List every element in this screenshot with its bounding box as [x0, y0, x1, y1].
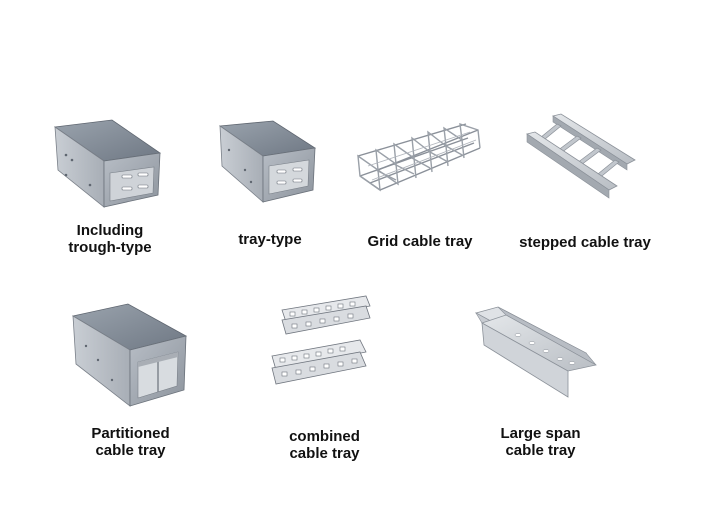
product-label: tray-type: [238, 231, 302, 248]
product-label: stepped cable tray: [519, 234, 651, 251]
perforated-combined-cable-tray-icon: [271, 295, 371, 385]
product-tray-type: tray-type: [215, 118, 325, 248]
tray-type-cable-tray-icon: [218, 120, 317, 203]
product-label: combined cable tray: [289, 428, 360, 462]
product-label: Partitioned cable tray: [91, 425, 170, 459]
large-span-cable-tray-icon: [474, 306, 597, 398]
product-stepped-cable-tray: stepped cable tray: [505, 112, 665, 252]
product-label: Large span cable tray: [500, 425, 581, 459]
product-label: Including trough-type: [68, 222, 152, 256]
product-partitioned-cable-tray: Partitioned cable tray: [68, 300, 193, 460]
ladder-cable-tray-icon: [526, 113, 636, 199]
partitioned-cable-tray-icon: [71, 303, 188, 407]
product-label: Grid cable tray: [367, 233, 473, 250]
product-large-span-cable-tray: Large span cable tray: [468, 305, 613, 460]
product-grid-cable-tray: Grid cable tray: [350, 118, 490, 250]
closed-trough-cable-tray-icon: [53, 119, 162, 208]
product-trough-type: Including trough-type: [50, 115, 170, 260]
product-combined-cable-tray: combined cable tray: [262, 290, 387, 465]
wire-mesh-cable-tray-icon: [357, 122, 481, 192]
